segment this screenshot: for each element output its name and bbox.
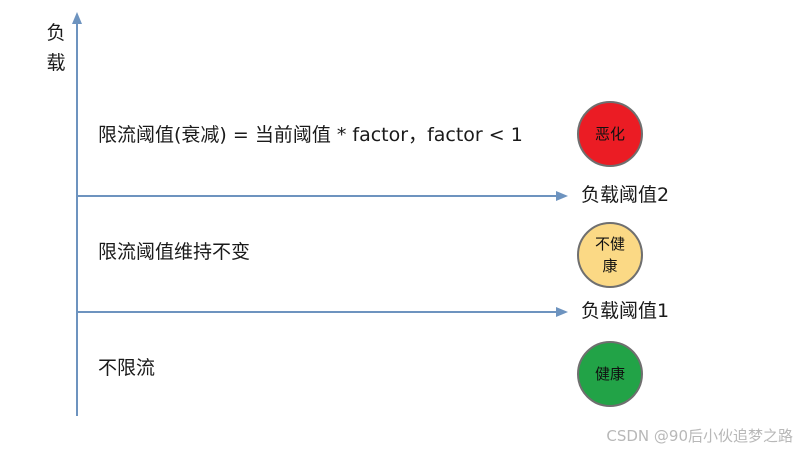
y-axis-label: 负载: [46, 22, 66, 74]
y-axis-arrow: [72, 12, 82, 24]
bottom-zone-text: 不限流: [98, 357, 156, 379]
middle-zone-text: 限流阈值维持不变: [98, 241, 251, 263]
healthy-status-label: 健康: [594, 365, 625, 383]
bad-status-circle: 恶化: [577, 101, 643, 167]
bad-status-label: 恶化: [594, 125, 625, 143]
unhealthy-status-circle: 不健康: [577, 222, 643, 288]
threshold-1-label: 负载阈值1: [581, 300, 670, 322]
threshold-2-arrow: [556, 191, 568, 201]
threshold-1-arrow: [556, 307, 568, 317]
healthy-status-circle: 健康: [577, 341, 643, 407]
unhealthy-status-label: 不健康: [594, 235, 625, 275]
top-zone-text: 限流阈值(衰减) = 当前阈值 * factor，factor < 1: [98, 124, 523, 146]
csdn-watermark: CSDN @90后小伙追梦之路: [606, 427, 793, 445]
threshold-2-label: 负载阈值2: [581, 184, 670, 206]
